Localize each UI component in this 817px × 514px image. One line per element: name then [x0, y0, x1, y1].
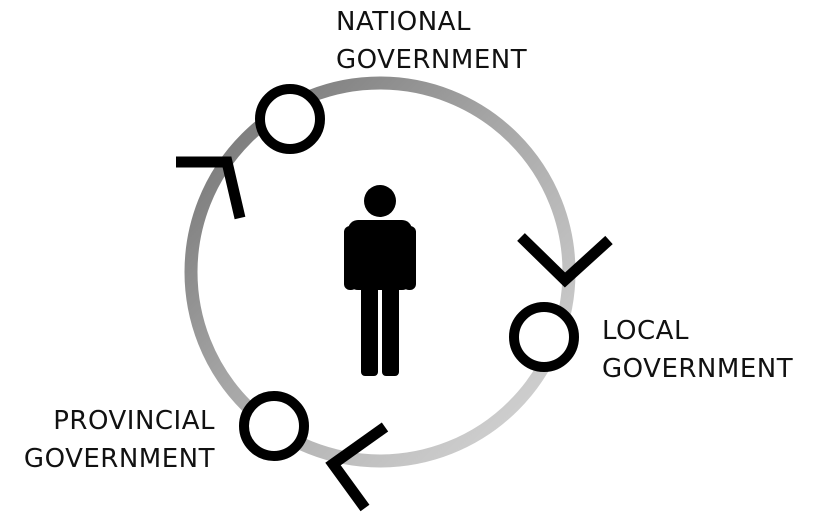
arrow-national-to-local-icon [517, 233, 613, 288]
label-national-line1: NATIONAL [336, 7, 471, 37]
person-icon [344, 185, 416, 376]
label-provincial-line1: PROVINCIAL [53, 406, 215, 436]
label-national-government: NATIONAL GOVERNMENT [336, 3, 527, 79]
node-local [509, 302, 579, 372]
node-national [255, 84, 325, 154]
label-local-line2: GOVERNMENT [602, 354, 794, 384]
label-provincial-government: PROVINCIAL GOVERNMENT [24, 402, 215, 478]
arrow-local-to-provincial-icon [325, 422, 389, 512]
node-provincial [239, 391, 309, 461]
arrow-provincial-to-national-icon [176, 156, 246, 220]
label-provincial-line2: GOVERNMENT [23, 444, 215, 474]
label-local-government: LOCAL GOVERNMENT [602, 312, 793, 388]
label-national-line2: GOVERNMENT [336, 45, 528, 75]
label-local-line1: LOCAL [602, 316, 689, 346]
